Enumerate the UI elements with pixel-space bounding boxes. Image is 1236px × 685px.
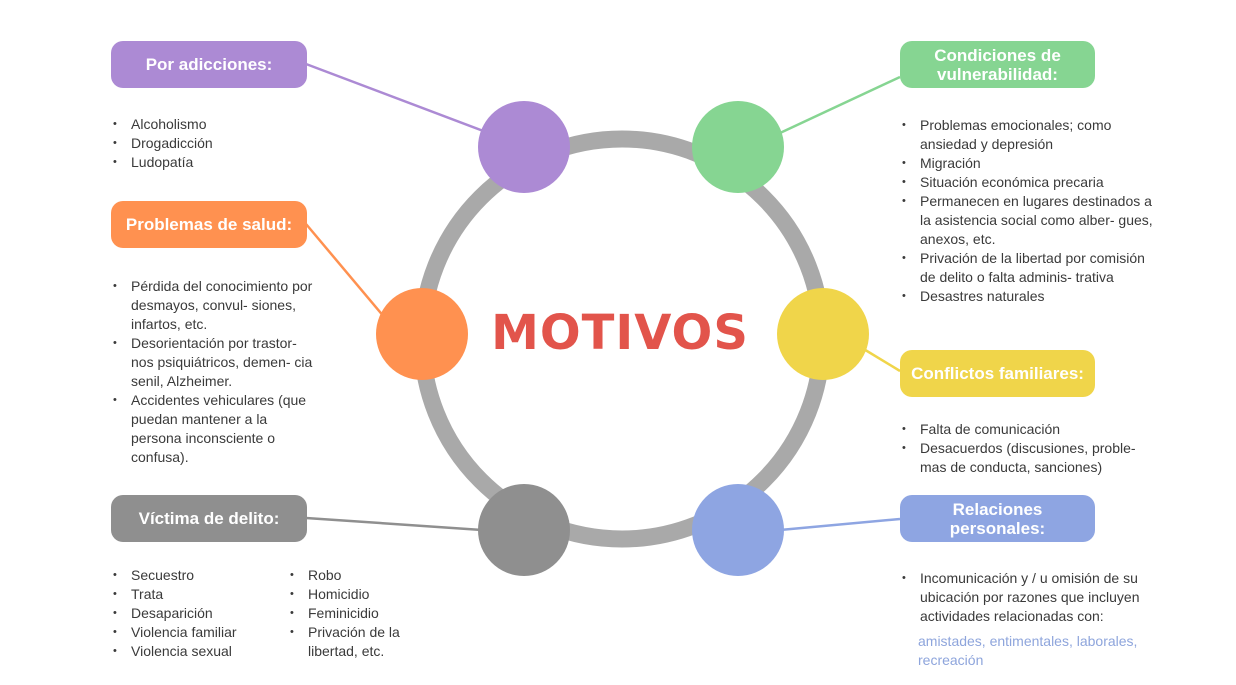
list-item: Violencia sexual xyxy=(111,642,281,661)
list-item: Violencia familiar xyxy=(111,623,281,642)
list-item: Trata xyxy=(111,585,281,604)
connector-personales xyxy=(779,517,901,532)
node-delito xyxy=(478,484,570,576)
list-delito-left: Secuestro Trata Desaparición Violencia f… xyxy=(111,566,281,661)
connector-salud xyxy=(305,223,386,319)
list-item: Feminicidio xyxy=(288,604,428,623)
list-item: Homicidio xyxy=(288,585,428,604)
list-delito-right: Robo Homicidio Feminicidio Privación de … xyxy=(288,566,428,661)
list-item: Pérdida del conocimiento por desmayos, c… xyxy=(111,277,319,334)
list-item: Falta de comunicación xyxy=(900,420,1158,439)
list-item: Privación de la libertad, etc. xyxy=(288,623,428,661)
personales-note: amistades, entimentales, laborales, recr… xyxy=(918,633,1138,668)
list-item: Robo xyxy=(288,566,428,585)
list-item: Ludopatía xyxy=(111,153,311,172)
list-item: Problemas emocionales; como ansiedad y d… xyxy=(900,116,1158,154)
list-item: Desacuerdos (discusiones, proble- mas de… xyxy=(900,439,1158,477)
node-vulnerabilidad xyxy=(692,101,784,193)
connector-vulnerabilidad xyxy=(779,75,901,135)
list-salud: Pérdida del conocimiento por desmayos, c… xyxy=(111,277,319,467)
list-adicciones: Alcoholismo Drogadicción Ludopatía xyxy=(111,115,311,172)
label-delito: Víctima de delito: xyxy=(111,495,307,542)
list-item: Desaparición xyxy=(111,604,281,623)
list-vulnerabilidad: Problemas emocionales; como ansiedad y d… xyxy=(900,116,1158,306)
list-item: Secuestro xyxy=(111,566,281,585)
connector-adicciones xyxy=(305,62,487,134)
label-adicciones: Por adicciones: xyxy=(111,41,307,88)
node-adicciones xyxy=(478,101,570,193)
node-salud xyxy=(376,288,468,380)
node-personales xyxy=(692,484,784,576)
list-item: Drogadicción xyxy=(111,134,311,153)
connector-familiares xyxy=(861,346,901,373)
list-item: Incomunicación y / u omisión de su ubica… xyxy=(900,569,1162,626)
list-item: Desorientación por trastor- nos psiquiát… xyxy=(111,334,319,391)
list-item: Alcoholismo xyxy=(111,115,311,134)
list-item: Privación de la libertad por comisión de… xyxy=(900,249,1158,287)
list-item: Desastres naturales xyxy=(900,287,1158,306)
connector-delito xyxy=(305,516,483,532)
list-item: Migración xyxy=(900,154,1158,173)
label-personales: Relaciones personales: xyxy=(900,495,1095,542)
diagram-title: MOTIVOS xyxy=(491,305,749,361)
list-personales: Incomunicación y / u omisión de su ubica… xyxy=(900,569,1162,626)
label-salud: Problemas de salud: xyxy=(111,201,307,248)
list-item: Permanecen en lugares destinados a la as… xyxy=(900,192,1158,249)
list-familiares: Falta de comunicación Desacuerdos (discu… xyxy=(900,420,1158,477)
list-item: Accidentes vehiculares (que puedan mante… xyxy=(111,391,319,467)
label-vulnerabilidad: Condiciones de vulnerabilidad: xyxy=(900,41,1095,88)
list-item: Situación económica precaria xyxy=(900,173,1158,192)
label-familiares: Conflictos familiares: xyxy=(900,350,1095,397)
node-familiares xyxy=(777,288,869,380)
